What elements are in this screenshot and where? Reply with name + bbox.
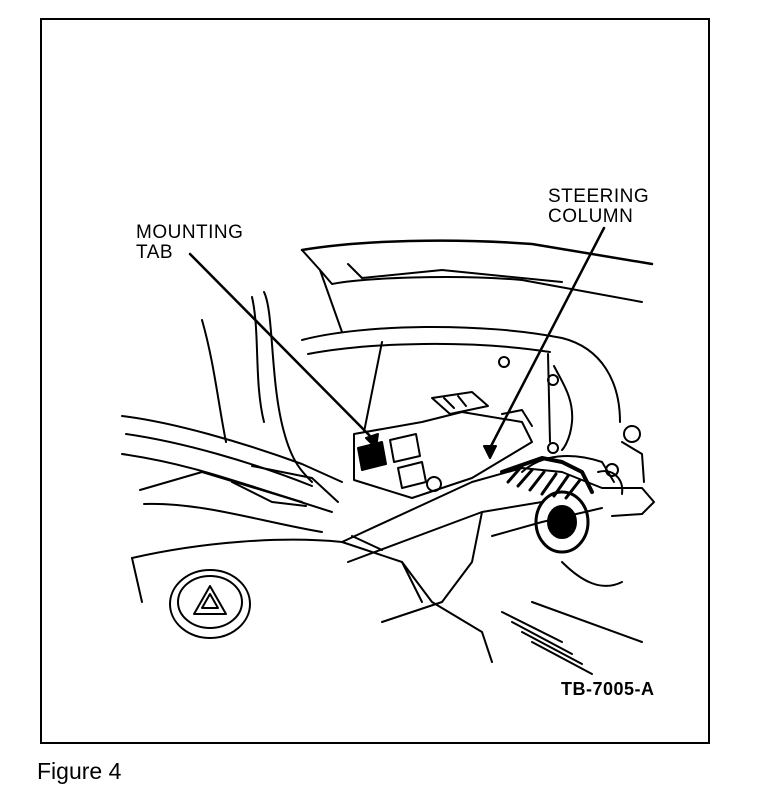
figure-id: TB-7005-A xyxy=(561,679,655,699)
figure-frame: MOUNTING TAB STEERING COLUMN TB-7005-A xyxy=(40,18,710,744)
windshield-outline xyxy=(300,239,654,333)
leader-steering-column xyxy=(483,226,606,459)
hazard-switch xyxy=(169,569,251,639)
dash-panel xyxy=(121,291,621,533)
steering-column-housing xyxy=(341,365,655,675)
figure-caption: Figure 4 xyxy=(37,758,122,784)
leader-mounting-tab xyxy=(188,252,379,449)
hazard-warning-icon xyxy=(193,585,227,615)
lower-dash xyxy=(131,535,493,663)
steering-column-label: STEERING COLUMN xyxy=(548,186,650,227)
steering-column-illustration xyxy=(121,226,655,675)
mounting-tab-label: MOUNTING TAB xyxy=(136,222,244,263)
mounting-bracket xyxy=(353,356,559,499)
